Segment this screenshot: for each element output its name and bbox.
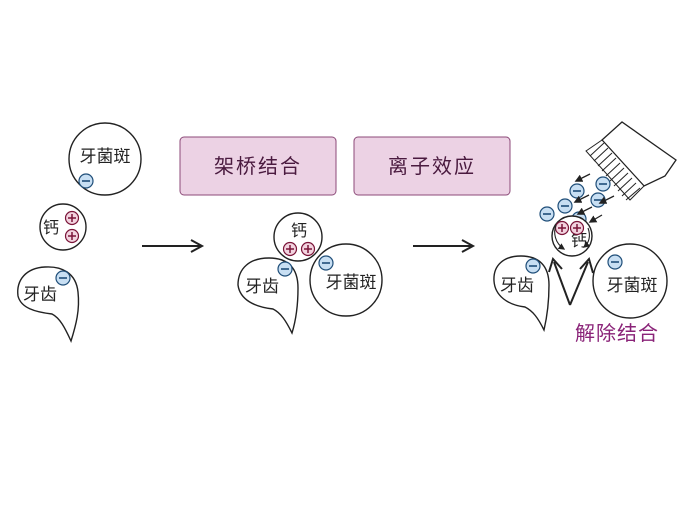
toothbrush-icon xyxy=(585,121,677,201)
calcium-label: 钙 xyxy=(291,221,307,240)
negative-ion xyxy=(569,183,585,199)
stage-box-bridge-binding: 架桥结合 xyxy=(179,136,337,196)
negative-ion xyxy=(590,192,606,208)
panel-bridge-binding: 牙齿 牙菌斑 钙 xyxy=(237,212,383,335)
positive-ion xyxy=(569,220,585,236)
plaque-particle: 牙菌斑 xyxy=(592,243,668,319)
positive-ion xyxy=(554,220,570,236)
release-binding-label: 解除结合 xyxy=(575,321,659,345)
tooth-label: 牙齿 xyxy=(245,277,279,297)
plaque-label: 牙菌斑 xyxy=(326,273,377,293)
separation-arrows xyxy=(548,256,594,306)
positive-ion xyxy=(282,241,298,257)
tooth-label: 牙齿 xyxy=(23,285,57,305)
panel-release: 钙 牙齿 牙菌斑 xyxy=(493,121,677,345)
negative-ion xyxy=(525,258,541,274)
calcium-label: 钙 xyxy=(43,218,59,237)
stage-label-bridge-binding: 架桥结合 xyxy=(214,154,302,178)
calcium-particle: 钙 xyxy=(551,215,593,257)
right-arrow-icon xyxy=(142,239,205,253)
right-arrow-icon xyxy=(413,239,476,253)
positive-ion xyxy=(64,228,80,244)
negative-ion xyxy=(78,173,94,189)
calcium-particle: 钙 xyxy=(39,203,87,251)
plaque-label: 牙菌斑 xyxy=(80,147,131,167)
tooth-shape: 牙齿 xyxy=(237,257,299,335)
negative-ion xyxy=(595,176,611,192)
positive-ion xyxy=(300,241,316,257)
stage-label-ion-effect: 离子效应 xyxy=(388,154,476,178)
negative-ion xyxy=(557,198,573,214)
negative-ion xyxy=(318,255,334,271)
plaque-particle: 牙菌斑 xyxy=(68,122,142,196)
negative-ion xyxy=(539,206,555,222)
negative-ion-stream xyxy=(539,173,615,227)
panel-before: 牙菌斑 钙 牙齿 xyxy=(17,122,142,343)
calcium-particle: 钙 xyxy=(273,212,323,262)
plaque-label: 牙菌斑 xyxy=(607,276,658,296)
positive-ion xyxy=(64,210,80,226)
tooth-label: 牙齿 xyxy=(500,276,534,296)
negative-ion xyxy=(55,270,71,286)
direction-arrows xyxy=(573,173,615,223)
stage-box-ion-effect: 离子效应 xyxy=(353,136,511,196)
plaque-particle: 牙菌斑 xyxy=(309,243,383,317)
negative-ion xyxy=(607,254,623,270)
tooth-shape: 牙齿 xyxy=(17,266,80,343)
negative-ion xyxy=(277,261,293,277)
tooth-shape: 牙齿 xyxy=(493,255,550,333)
